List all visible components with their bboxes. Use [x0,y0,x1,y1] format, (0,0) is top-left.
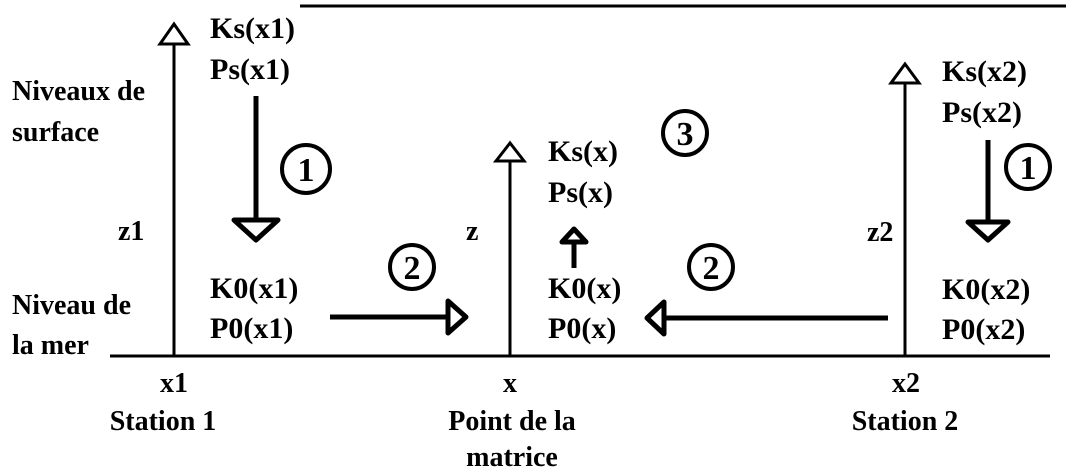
station2-ks: Ks(x2) [942,55,1027,88]
arrow-down-station-2-head [965,219,1011,243]
step-circle-1-right [1004,143,1052,191]
label-sea-level-line1: Niveau de [12,290,131,321]
step-number-2-left: 2 [404,250,421,287]
station1-ps: Ps(x1) [210,53,290,86]
step-circle-2-left [388,243,436,291]
label-z1: z1 [118,216,144,247]
point-p0: P0(x) [548,312,616,345]
step-number-1-right: 1 [1020,150,1037,187]
label-station-1: Station 1 [110,406,217,437]
point-ks: Ks(x) [548,135,618,168]
step-circle-1-left [280,143,332,195]
label-point-line2: matrice [466,442,558,473]
arrow-up-point-head [559,226,589,245]
label-point-line1: Point de la [448,406,576,437]
station2-p0: P0(x2) [942,313,1025,346]
step-circle-2-right [687,243,735,291]
axis-point-arrowhead [492,140,528,163]
arrow-down-station-1-head [231,217,281,243]
step-circle-3 [661,109,709,157]
arrow-right-interp-head [445,298,469,336]
label-z: z [466,216,478,247]
step-number-2-right: 2 [703,250,720,287]
label-station-2: Station 2 [852,406,959,437]
axis-station-2-arrowhead [888,61,922,85]
label-surface-levels-line1: Niveaux de [12,76,145,107]
station1-ks: Ks(x1) [210,12,295,45]
point-k0: K0(x) [548,272,621,305]
label-surface-levels-line2: surface [12,117,99,148]
label-x1: x1 [160,368,188,399]
label-x2: x2 [892,368,920,399]
step-number-3: 3 [677,116,694,153]
axis-station-1-arrowhead [157,21,191,46]
step-number-1-left: 1 [298,152,315,189]
station2-ps: Ps(x2) [942,96,1022,129]
point-ps: Ps(x) [548,176,613,209]
label-z2: z2 [867,217,893,248]
station2-k0: K0(x2) [942,273,1030,306]
arrow-left-interp-head [644,299,667,337]
label-x: x [503,368,517,399]
station1-p0: P0(x1) [210,312,293,345]
station1-k0: K0(x1) [210,272,298,305]
label-sea-level-line2: la mer [12,330,89,361]
